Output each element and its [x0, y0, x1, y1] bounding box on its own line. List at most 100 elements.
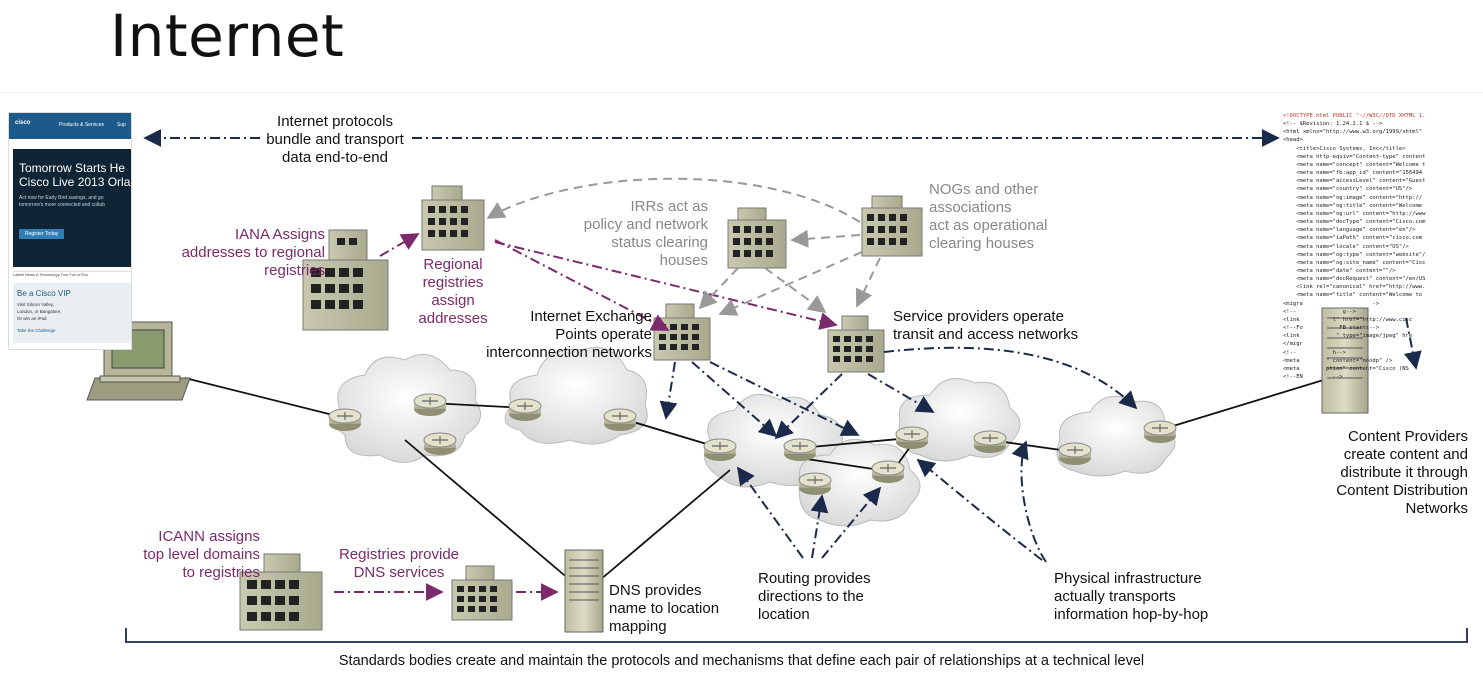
code-line: <meta name="og:type" content="website"/ [1283, 251, 1426, 258]
ixp-label: Internet Exchange Points operate interco… [460, 308, 652, 362]
website-screenshot: cisco Products & Services Sup Tomorrow S… [8, 112, 132, 350]
code-line: <link " type="image/jpeg" hre [1283, 333, 1413, 340]
label-line: Internet protocols [277, 113, 393, 130]
standards-footer: Standards bodies create and maintain the… [338, 653, 1145, 669]
cloud-left [333, 353, 482, 463]
label-line: Networks [1405, 500, 1468, 517]
label-line: location [758, 606, 810, 623]
label-line: directions to the [758, 588, 864, 605]
label-line: clearing houses [929, 235, 1035, 252]
code-line: <meta ption" content="Cisco (NS [1283, 365, 1409, 372]
code-line: <meta name="docType" content="Cisco.com [1283, 219, 1426, 226]
icann-label: ICANN assigns top level domains to regis… [120, 528, 260, 582]
protocols-label: Internet protocols bundle and transport … [250, 113, 420, 167]
label-line: Physical infrastructure [1054, 570, 1202, 587]
code-line: <!--Fo FB starts--> [1283, 325, 1380, 332]
website-vip: Be a Cisco VIP Visit Silicon Valley, Lon… [13, 283, 131, 343]
vip-text: London, or Bangalore. [17, 309, 62, 314]
html-source-code: <!DOCTYPE html PUBLIC "-//W3C//DTD XHTML… [1283, 112, 1469, 402]
hero-text: Act now for Early Bird savings, and go [19, 195, 104, 201]
code-line: <head> [1283, 137, 1303, 144]
code-line: <meta name="iaPath" content="cisco.com [1283, 235, 1423, 242]
buildings [239, 185, 923, 631]
label-line: Internet Exchange [530, 308, 652, 325]
dark-arrows [143, 129, 1422, 563]
label-line: registries [264, 262, 325, 279]
label-line: DNS provides [609, 582, 702, 599]
website-nav: cisco Products & Services Sup [9, 113, 131, 139]
code-line: <title>Cisco Systems, Inc</title> [1283, 145, 1406, 152]
building-icon [421, 185, 485, 251]
gray-arrows [486, 177, 881, 316]
building-icon [239, 553, 323, 631]
vip-title: Be a Cisco VIP [17, 289, 71, 298]
building-icon [302, 229, 389, 331]
label-line: top level domains [143, 546, 260, 563]
label-line: assign [431, 292, 475, 309]
label-line: distribute it through [1340, 464, 1468, 481]
building-icon [653, 303, 711, 361]
purple-arrows [334, 233, 838, 601]
label-line: policy and network [583, 216, 708, 233]
label-line: DNS services [353, 564, 445, 581]
label-line: NOGs and other [929, 181, 1039, 198]
label-line: Content Providers [1347, 428, 1468, 445]
nogs-label: NOGs and other associations act as opera… [929, 181, 1089, 253]
label-line: Content Distribution [1336, 482, 1468, 499]
code-line: <!--EN --> [1283, 374, 1343, 380]
code-line: <!-- $Revision: 1.24.2.1 $ --> [1283, 121, 1383, 128]
website-hero: Tomorrow Starts He Cisco Live 2013 Orla … [13, 149, 131, 267]
label-line: IANA Assigns [234, 226, 325, 243]
website-nav-item: Products & Services [59, 122, 105, 128]
content-server-icon [1321, 307, 1369, 414]
label-line: houses [659, 252, 708, 269]
code-line: <meta name="date" content=""/> [1283, 267, 1396, 274]
code-line: <meta name="docRequest" content="/en/US [1283, 276, 1426, 283]
hero-line: Cisco Live 2013 Orla [19, 175, 131, 189]
irrs-label: IRRs act as policy and network status cl… [560, 198, 708, 270]
code-line: <migra -> [1283, 300, 1380, 307]
routers [328, 393, 1177, 495]
code-line: <meta " content="noodp" /> [1283, 357, 1393, 364]
code-line: <meta name="country" content="US"/> [1283, 186, 1413, 193]
registries-dns-label: Registries provide DNS services [328, 546, 470, 582]
code-line: <meta name="og:image" content="http:// [1283, 194, 1423, 201]
hero-line: Tomorrow Starts He [19, 161, 126, 175]
code-line: <!DOCTYPE html PUBLIC "-//W3C//DTD XHTML… [1283, 113, 1426, 119]
label-line: mapping [609, 618, 667, 635]
code-line: <meta http-equiv="Content-type" content [1283, 153, 1426, 160]
code-line: <link rel="canonical" href="http://www. [1283, 284, 1426, 291]
service-providers-label: Service providers operate transit and ac… [893, 308, 1103, 344]
building-icon [727, 207, 787, 269]
building-icon [827, 315, 885, 373]
dns-label: DNS provides name to location mapping [609, 582, 729, 636]
cisco-logo: cisco [15, 120, 31, 126]
label-line: actually transports [1054, 588, 1176, 605]
vip-text: Visit Silicon Valley, [17, 302, 55, 307]
router-icon [1058, 442, 1092, 465]
routing-label: Routing provides directions to the locat… [758, 570, 898, 624]
code-line: <!-- g--> [1283, 308, 1356, 315]
vip-link: Take the Challenge [17, 328, 56, 333]
label-line: Registries provide [338, 546, 460, 563]
physical-links [184, 377, 1331, 581]
website-nav-item: Sup [117, 122, 126, 128]
register-button: Register Today [19, 229, 65, 239]
label-line: registries [422, 274, 484, 291]
code-line: <meta name="title" content="Welcome to [1283, 292, 1423, 299]
hero-text: tomorrow's more connected and collab [19, 202, 105, 208]
code-line: <meta name="language" content="en"/> [1283, 227, 1416, 234]
content-providers-label: Content Providers create content and dis… [1300, 428, 1468, 518]
label-line: associations [929, 199, 1012, 216]
router-icon [703, 438, 737, 461]
label-line: Routing provides [758, 570, 871, 587]
slide-title: Internet [110, 2, 345, 70]
title-divider [0, 92, 1483, 93]
label-line: bundle and transport [266, 131, 404, 148]
building-icon [861, 195, 923, 257]
router-icon [798, 472, 832, 495]
code-line: <meta name="og:site_name" content="Cisc [1283, 259, 1426, 266]
website-news: Latest News A Technology Tour Full of Ex… [13, 271, 131, 280]
dns-server-icon [564, 549, 604, 633]
computer-icon [86, 321, 191, 401]
